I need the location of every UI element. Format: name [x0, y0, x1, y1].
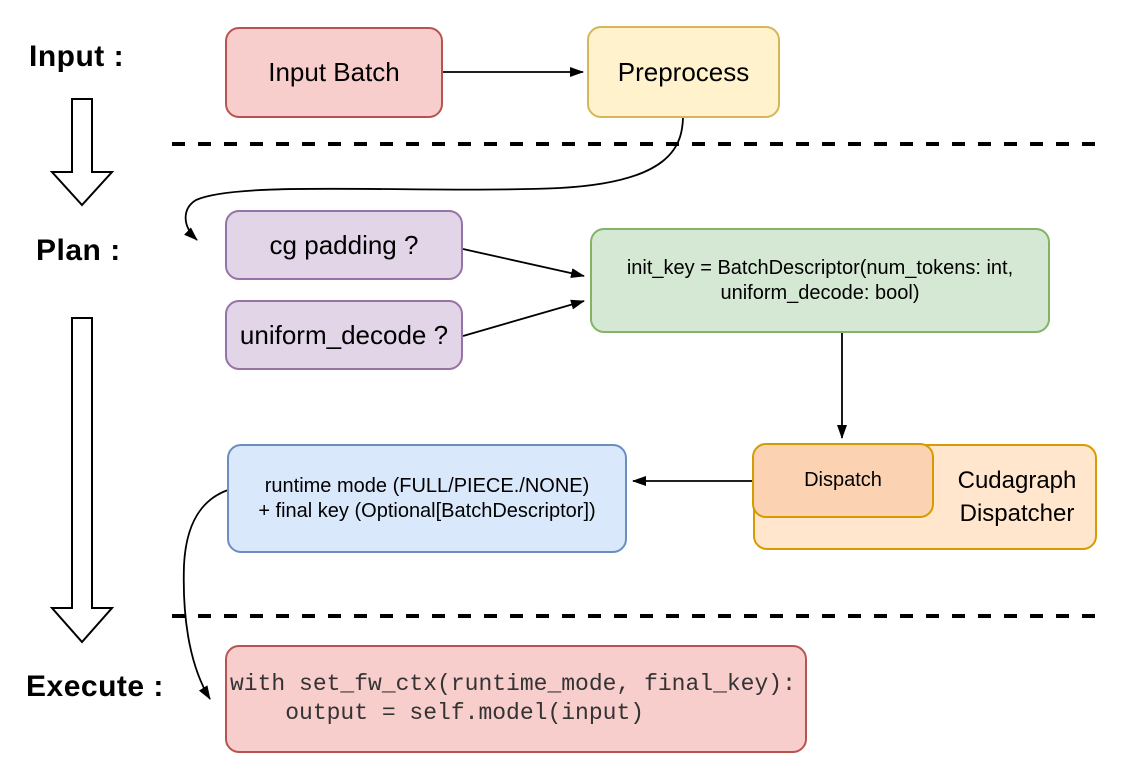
cudagraph-line1: Cudagraph	[957, 467, 1077, 494]
node-init-key: init_key = BatchDescriptor(num_tokens: i…	[590, 228, 1050, 333]
node-cg-padding: cg padding ?	[225, 210, 463, 280]
cudagraph-line2: Dispatcher	[959, 500, 1075, 527]
stage-label-plan: Plan :	[36, 234, 121, 267]
node-uniform-decode: uniform_decode ?	[225, 300, 463, 370]
arrow-uniformdecode-to-initkey	[462, 299, 585, 337]
node-execute-code: with set_fw_ctx(runtime_mode, final_key)…	[225, 645, 807, 753]
plan-to-execute-arrow-icon	[49, 317, 115, 644]
node-init-key-line2: uniform_decode: bool)	[720, 281, 920, 304]
node-runtime-mode-line2: + final key (Optional[BatchDescriptor])	[258, 499, 596, 522]
node-runtime-mode-line1: runtime mode (FULL/PIECE./NONE)	[264, 474, 590, 497]
node-preprocess: Preprocess	[587, 26, 780, 118]
arrow-cgpadding-to-initkey	[462, 248, 585, 279]
arrow-preprocess-to-cgpadding	[184, 117, 684, 241]
node-init-key-line1: init_key = BatchDescriptor(num_tokens: i…	[626, 256, 1014, 279]
execute-code-line2: output = self.model(input)	[230, 700, 645, 726]
node-input-batch-label: Input Batch	[268, 57, 400, 88]
node-dispatch: Dispatch	[752, 443, 934, 518]
node-uniform-decode-label: uniform_decode ?	[239, 319, 449, 350]
stage-label-input: Input :	[29, 40, 125, 73]
node-cg-padding-label: cg padding ?	[269, 229, 419, 260]
node-dispatch-label: Dispatch	[804, 469, 882, 491]
cudagraph-dispatcher-label: Cudagraph Dispatcher	[935, 446, 1099, 548]
arrow-runtimemode-to-code	[182, 489, 229, 700]
node-input-batch: Input Batch	[225, 27, 443, 118]
node-preprocess-label: Preprocess	[617, 56, 750, 87]
execute-code-line1: with set_fw_ctx(runtime_mode, final_key)…	[230, 671, 796, 697]
stage-label-execute: Execute :	[26, 670, 164, 703]
node-runtime-mode: runtime mode (FULL/PIECE./NONE) + final …	[227, 444, 627, 553]
input-to-plan-arrow-icon	[49, 98, 115, 207]
